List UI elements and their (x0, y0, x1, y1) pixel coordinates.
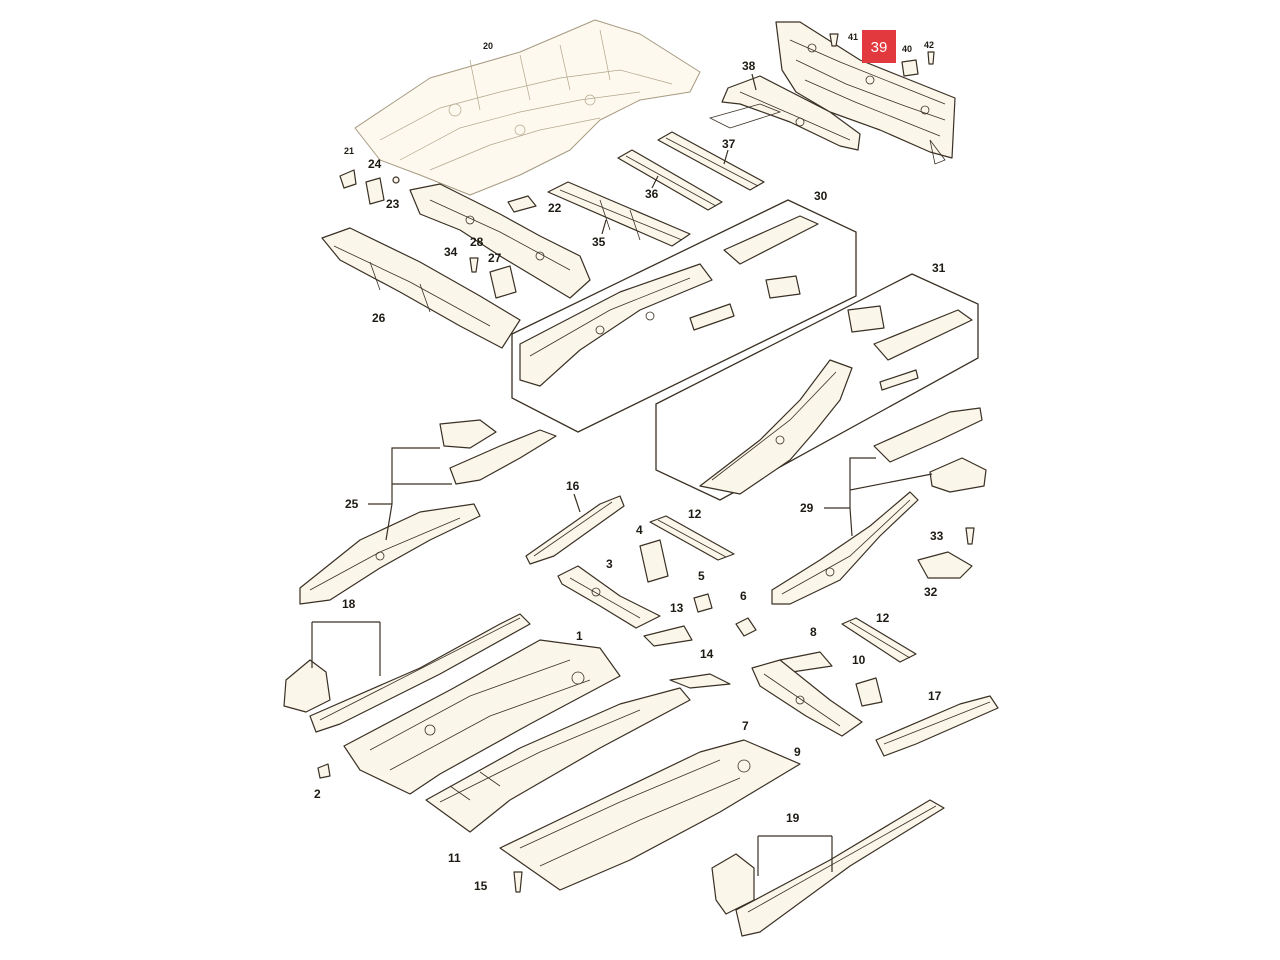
part-35-floor-crossmember[interactable] (547, 181, 691, 247)
callout-5: 5 (698, 569, 705, 583)
callout-19: 19 (786, 811, 800, 825)
callout-27: 27 (488, 251, 502, 265)
part-15-bolt[interactable] (513, 871, 523, 893)
part-22-bracket[interactable] (507, 195, 537, 213)
callout-28: 28 (470, 235, 484, 249)
callout-35: 35 (592, 235, 606, 249)
part-13-reinforcement[interactable] (643, 625, 693, 647)
part-28-bolt[interactable] (469, 257, 479, 273)
part-12-crossmember-lower[interactable] (841, 617, 917, 663)
part-11-floor-tunnel[interactable] (425, 687, 691, 833)
callout-2: 2 (314, 787, 321, 801)
callout-1: 1 (576, 629, 583, 643)
callout-7: 7 (742, 719, 749, 733)
part-27-bracket[interactable] (489, 265, 517, 299)
part-36-floor-rail[interactable] (617, 149, 723, 211)
callout-26: 26 (372, 311, 386, 325)
group-box-30 (511, 199, 857, 433)
part-31-front-frame-rail-assembly[interactable] (699, 305, 973, 495)
highlight-marker-39 (862, 30, 896, 63)
part-12-crossmember-upper[interactable] (649, 515, 735, 561)
callout-15: 15 (474, 879, 488, 893)
callout-6: 6 (740, 589, 747, 603)
part-10-bracket[interactable] (855, 677, 883, 707)
part-41-bolt[interactable] (829, 33, 839, 47)
part-24-bracket[interactable] (365, 177, 385, 205)
callout-25: 25 (345, 497, 359, 511)
part-42-bolt[interactable] (927, 51, 935, 65)
part-37-floor-rail[interactable] (657, 131, 765, 191)
part-32-bracket[interactable] (917, 551, 973, 579)
part-38-rear-floor-crossmember[interactable] (708, 75, 861, 151)
part-25-front-side-member[interactable] (299, 419, 557, 605)
part-39-rear-crossmember-panel[interactable] (775, 21, 956, 165)
part-1-front-floor-panel[interactable] (343, 639, 621, 795)
callout-37: 37 (722, 137, 736, 151)
callout-9: 9 (794, 745, 801, 759)
callout-10: 10 (852, 653, 866, 667)
part-26-rear-floor-side-member[interactable] (321, 227, 521, 349)
callout-32: 32 (924, 585, 938, 599)
callout-13: 13 (670, 601, 684, 615)
part-23-clip[interactable] (392, 176, 400, 184)
callout-18: 18 (342, 597, 356, 611)
callout-3: 3 (606, 557, 613, 571)
group-box-31 (655, 273, 979, 501)
part-4-bracket[interactable] (639, 539, 669, 583)
part-7-front-floor-panel-rh[interactable] (499, 739, 801, 891)
callout-40: 40 (902, 44, 912, 54)
part-19-side-sill-rh[interactable] (711, 799, 945, 937)
callout-30: 30 (814, 189, 828, 203)
callout-4: 4 (636, 523, 643, 537)
part-29-front-floor-side-member[interactable] (771, 407, 987, 605)
callout-38: 38 (742, 59, 756, 73)
callout-12-upper: 12 (688, 507, 702, 521)
part-14-reinforcement[interactable] (669, 673, 731, 689)
callout-14: 14 (700, 647, 714, 661)
part-16-tunnel-reinforcement[interactable] (525, 495, 625, 565)
callout-33: 33 (930, 529, 944, 543)
callout-12-lower: 12 (876, 611, 890, 625)
callout-42: 42 (924, 40, 934, 50)
callout-36: 36 (645, 187, 659, 201)
callout-29: 29 (800, 501, 814, 515)
callout-17: 17 (928, 689, 942, 703)
callout-31: 31 (932, 261, 946, 275)
callout-20: 20 (483, 41, 493, 51)
part-6-plug[interactable] (735, 617, 757, 637)
part-21-bracket[interactable] (339, 169, 357, 189)
callout-16: 16 (566, 479, 580, 493)
callout-11: 11 (448, 851, 461, 865)
part-17-rear-crossmember[interactable] (875, 695, 999, 757)
part-34-rear-side-rail[interactable] (409, 183, 591, 299)
part-5-bracket[interactable] (693, 593, 713, 613)
callout-8: 8 (810, 625, 817, 639)
part-3-front-crossmember[interactable] (557, 565, 661, 629)
part-30-rear-frame-rail-assembly[interactable] (519, 215, 819, 387)
part-18-side-sill-front[interactable] (283, 613, 531, 733)
part-40-bracket[interactable] (901, 59, 919, 77)
callout-24: 24 (368, 157, 382, 171)
part-33-bolt[interactable] (965, 527, 975, 545)
part-20-rear-floor-panel[interactable] (354, 19, 701, 196)
callout-22: 22 (548, 201, 562, 215)
callout-21: 21 (344, 146, 354, 156)
callout-34: 34 (444, 245, 458, 259)
callout-41: 41 (848, 32, 858, 42)
callout-39: 39 (871, 39, 888, 56)
part-9-seat-crossmember[interactable] (751, 659, 863, 737)
callout-23: 23 (386, 197, 400, 211)
part-2-grommet[interactable] (317, 763, 331, 779)
